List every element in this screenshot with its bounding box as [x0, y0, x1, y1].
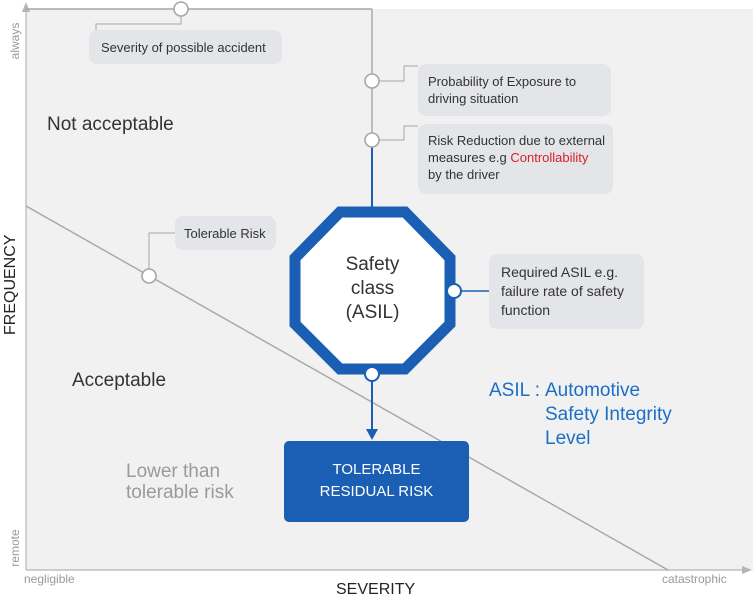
exposure-callout-line-1: Probability of Exposure to — [428, 74, 577, 89]
tolerable-risk-node — [141, 268, 157, 284]
safety-class-text: Safety class (ASIL) — [310, 253, 435, 325]
x-axis-low-label: negligible — [24, 572, 75, 586]
risk-reduction-line-2: measures e.g Controllability — [428, 149, 613, 166]
risk-reduction-leader — [372, 125, 418, 141]
asil-term: ASIL : — [489, 380, 541, 401]
residual-risk-line-1: TOLERABLE — [332, 461, 421, 478]
safety-class-octagon — [289, 206, 456, 375]
x-axis-title: SEVERITY — [336, 581, 416, 598]
asil-definition-line-3: Level — [545, 428, 591, 449]
severity-callout: Severity of possible accident — [89, 30, 282, 64]
y-axis-title: FREQUENCY — [2, 234, 19, 335]
tolerable-residual-risk-box — [284, 441, 469, 522]
residual-risk-text: TOLERABLE RESIDUAL RISK — [284, 459, 469, 503]
safety-class-line-2: class — [350, 278, 395, 299]
lower-than-tolerable-label: Lower than tolerable risk — [126, 461, 234, 503]
exposure-leader — [372, 65, 418, 82]
lower-than-line-1: Lower than — [126, 461, 221, 482]
controllability-highlight: Controllability — [510, 150, 589, 165]
risk-reduction-callout: Risk Reduction due to external measures … — [418, 124, 613, 194]
risk-reduction-line-1: Risk Reduction due to external — [428, 133, 606, 148]
x-axis-arrowhead — [742, 566, 752, 574]
residual-risk-line-2: RESIDUAL RISK — [319, 483, 434, 500]
exposure-callout-line-2: driving situation — [428, 91, 519, 106]
risk-reduction-line-2-prefix: measures e.g — [428, 150, 511, 165]
not-acceptable-label: Not acceptable — [47, 114, 174, 135]
y-axis-high-label: always — [8, 22, 22, 60]
residual-arrow-head — [366, 429, 378, 440]
asil-definition: Automotive Safety Integrity Level — [545, 379, 672, 451]
exposure-node — [364, 73, 380, 89]
y-axis-arrowhead — [22, 2, 30, 12]
severity-node — [173, 1, 189, 17]
octagon-bottom-node — [364, 366, 380, 382]
acceptable-label: Acceptable — [72, 370, 167, 391]
required-asil-line-1: Required ASIL e.g. — [501, 264, 619, 280]
required-asil-node — [446, 283, 462, 299]
y-axis-low-label: remote — [8, 529, 22, 567]
x-axis-high-label: catastrophic — [662, 572, 727, 586]
risk-reduction-line-3: by the driver — [428, 167, 500, 182]
severity-callout-text: Severity of possible accident — [101, 40, 266, 55]
tolerable-risk-leader — [148, 232, 175, 276]
lower-than-line-2: tolerable risk — [126, 482, 234, 503]
required-asil-line-3: function — [501, 302, 551, 318]
tolerable-risk-callout: Tolerable Risk — [175, 216, 276, 250]
asil-definition-line-1: Automotive — [545, 380, 641, 401]
risk-reduction-node — [364, 132, 380, 148]
exposure-callout: Probability of Exposure to driving situa… — [418, 64, 611, 116]
required-asil-line-2: failure rate of safety — [501, 283, 624, 299]
safety-class-line-3: (ASIL) — [345, 302, 400, 323]
asil-definition-line-2: Safety Integrity — [545, 404, 672, 425]
safety-class-line-1: Safety — [345, 254, 400, 275]
tolerable-risk-callout-text: Tolerable Risk — [184, 226, 266, 241]
required-asil-callout: Required ASIL e.g. failure rate of safet… — [489, 254, 644, 329]
tolerable-risk-line — [25, 205, 669, 571]
